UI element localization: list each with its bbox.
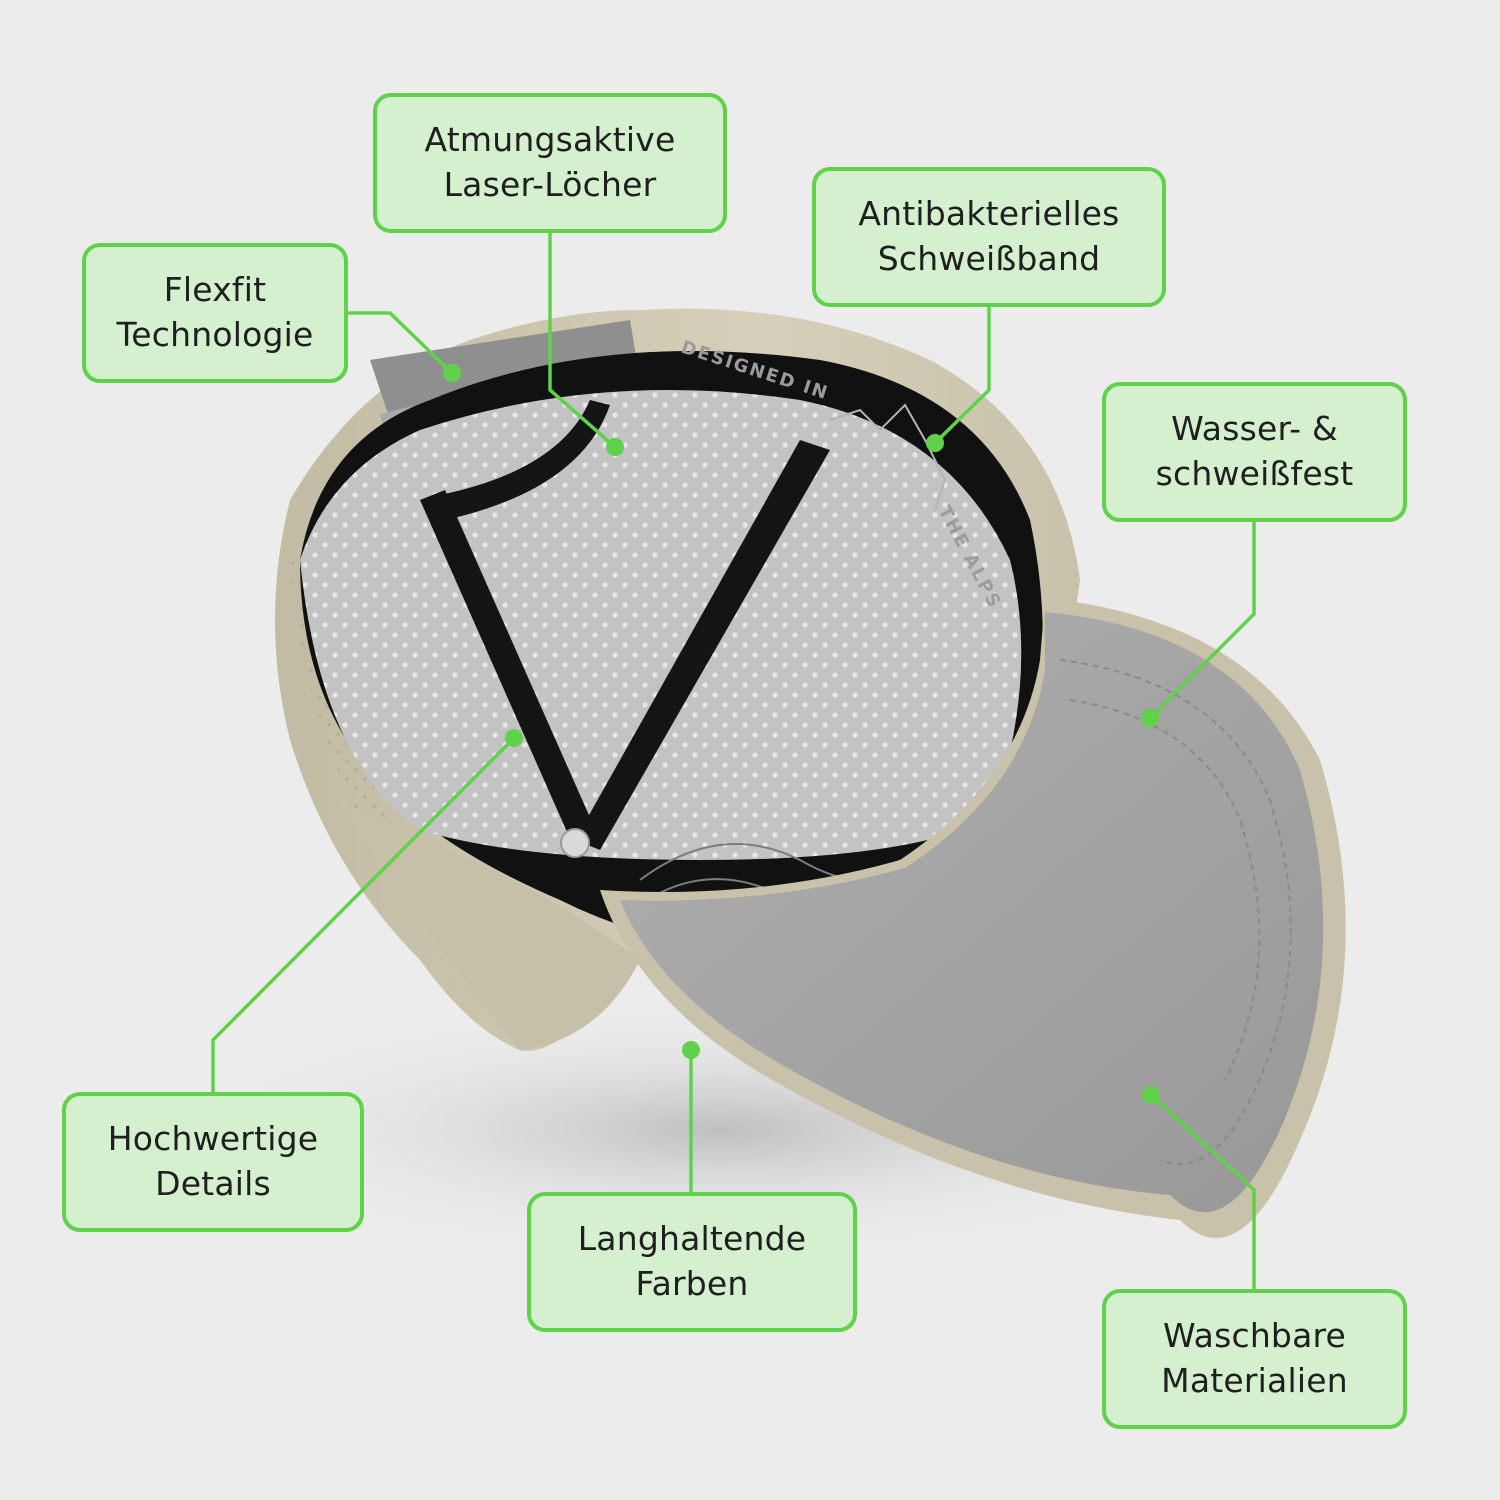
callout-colors-line1: Langhaltende (577, 1219, 807, 1259)
mountain-outline (829, 403, 947, 511)
callout-flexfit: Flexfit Technologie (82, 243, 348, 383)
connector-water (1148, 522, 1256, 720)
marker-colors (682, 1041, 700, 1059)
connector-wash (1149, 1093, 1256, 1289)
callout-details-line2: Details (155, 1164, 271, 1203)
callout-sweatband: Antibakterielles Schweißband (812, 167, 1166, 307)
connector-details (211, 736, 516, 1092)
cap-brim-underside (620, 612, 1324, 1213)
callout-laser-holes: Atmungsaktive Laser-Löcher (373, 93, 727, 233)
callout-waterproof: Wasser- & schweißfest (1102, 382, 1407, 522)
callout-sweatband-line2: Schweißband (877, 239, 1101, 278)
callout-laser-line1: Atmungsaktive (424, 120, 676, 160)
callout-washable-line1: Waschbare (1162, 1316, 1347, 1356)
callout-laser-line2: Laser-Löcher (443, 165, 657, 204)
callout-flexfit-line1: Flexfit (163, 270, 267, 310)
marker-laser (606, 438, 624, 456)
marker-water (1141, 709, 1159, 727)
connector-sweatband (933, 307, 991, 445)
callout-colors-line2: Farben (635, 1264, 749, 1303)
marker-wash (1142, 1086, 1160, 1104)
marker-flexfit (443, 364, 461, 382)
callout-colors: Langhaltende Farben (527, 1192, 857, 1332)
callout-flexfit-line2: Technologie (116, 315, 314, 354)
callout-sweatband-line1: Antibakterielles (858, 194, 1120, 234)
callout-washable-line2: Materialien (1161, 1361, 1348, 1400)
connector-laser (548, 233, 617, 449)
seam-tape-center (440, 400, 610, 520)
seam-tape-right (575, 440, 830, 850)
callout-details: Hochwertige Details (62, 1092, 364, 1232)
callout-waterproof-line2: schweißfest (1155, 454, 1354, 493)
laser-holes (300, 390, 1022, 860)
marker-details (505, 729, 523, 747)
seam-tape-left (420, 490, 600, 850)
crown-button (560, 828, 590, 858)
connector-flexfit (348, 311, 454, 375)
callout-waterproof-line1: Wasser- & (1171, 409, 1338, 449)
callout-details-line1: Hochwertige (107, 1119, 319, 1159)
callout-washable: Waschbare Materialien (1102, 1289, 1407, 1429)
cap-shell-lower (340, 800, 640, 1050)
marker-sweatband (926, 434, 944, 452)
flexfit-strap (370, 320, 640, 420)
